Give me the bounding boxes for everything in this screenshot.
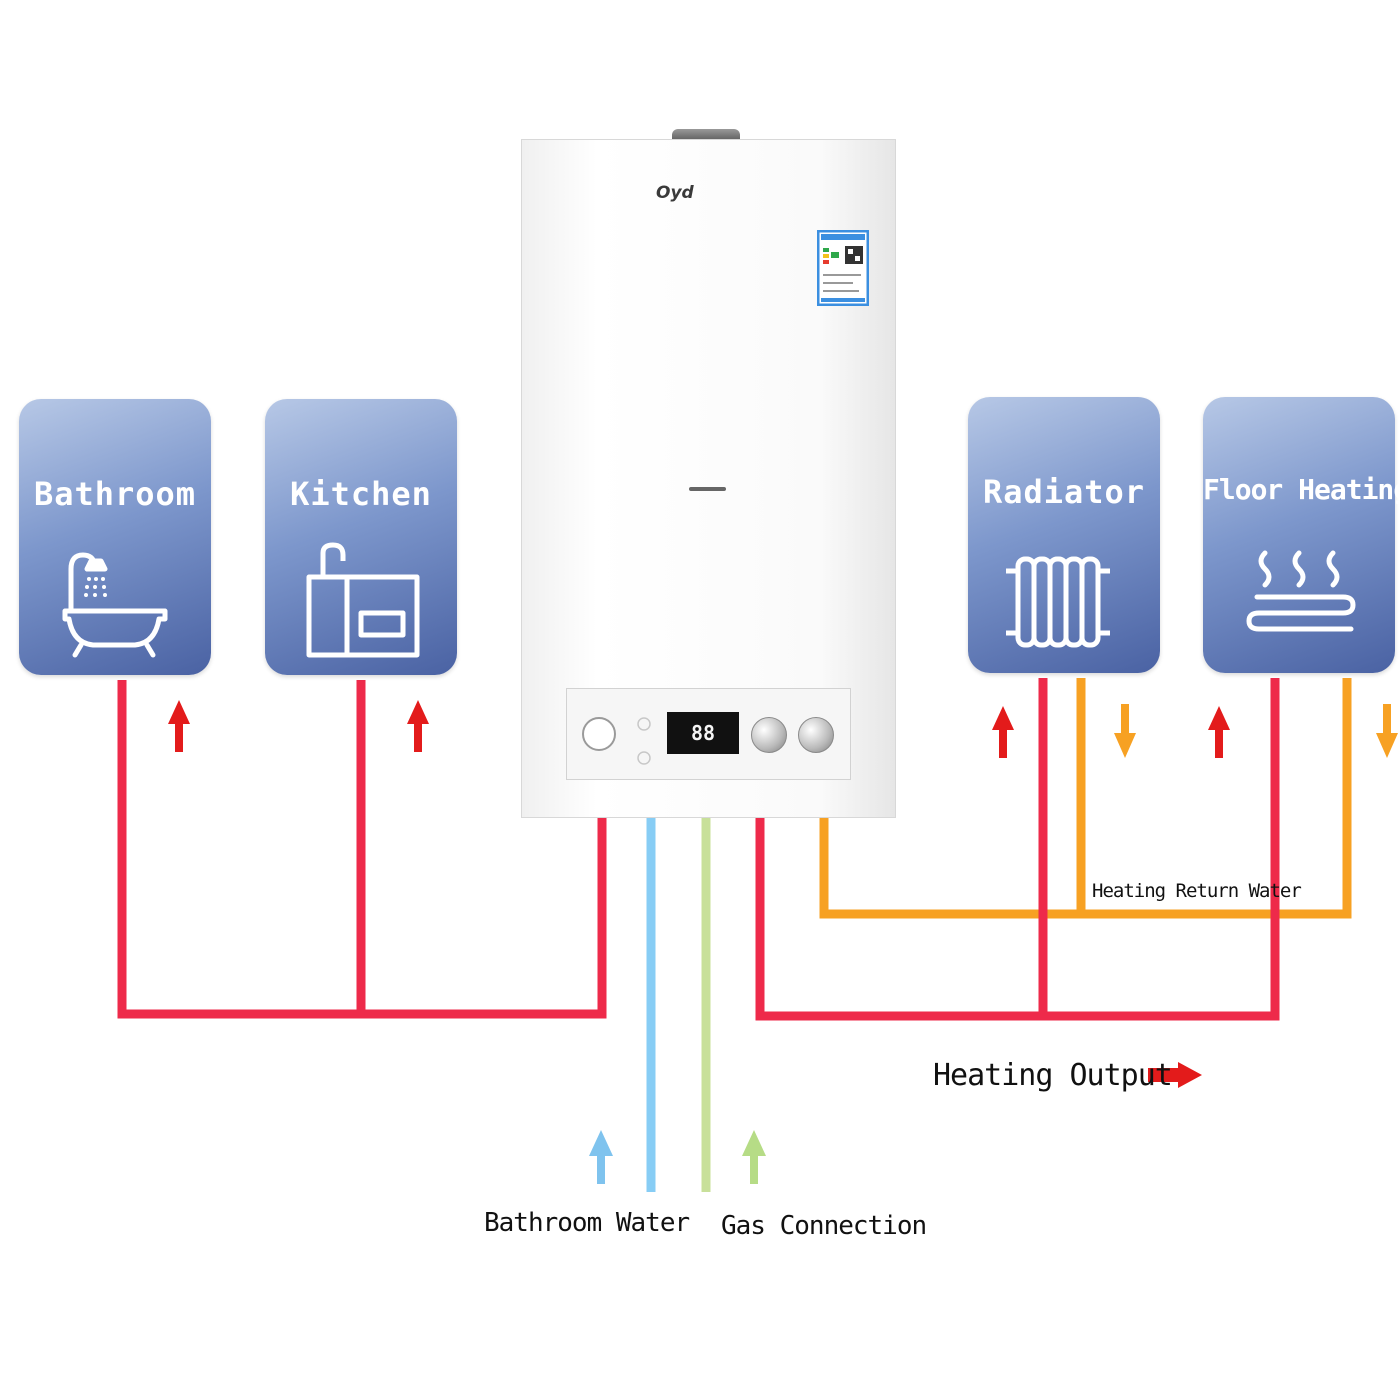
arrow-up-icon — [742, 1130, 766, 1184]
panel-buttons — [637, 717, 651, 765]
radiator-icon — [1006, 556, 1110, 648]
room-title-bathroom: Bathroom — [33, 475, 197, 513]
room-title-kitchen: Kitchen — [290, 475, 432, 513]
floor-heating-icon — [1246, 550, 1356, 632]
energy-label-sticker — [817, 230, 869, 306]
arrow-up-icon — [407, 700, 429, 752]
heating-output-pipe — [755, 678, 1280, 1021]
room-card-kitchen: Kitchen — [265, 399, 457, 675]
temperature-knob-dhw[interactable] — [751, 717, 787, 753]
label-bathroom-water: Bathroom Water — [484, 1208, 690, 1238]
lcd-display: 88 — [667, 712, 739, 754]
arrow-up-icon — [589, 1130, 613, 1184]
room-card-floor-heating: Floor Heating — [1203, 397, 1400, 673]
label-heating-return-water: Heating Return Water — [1092, 880, 1302, 902]
label-gas-connection: Gas Connection — [721, 1211, 927, 1241]
arrow-up-icon — [1208, 706, 1230, 758]
room-title-radiator: Radiator — [982, 473, 1146, 511]
arrow-up-icon — [168, 700, 190, 752]
room-card-radiator: Radiator — [968, 397, 1160, 673]
room-card-bathroom: Bathroom — [19, 399, 211, 675]
arrow-down-icon — [1376, 704, 1398, 758]
pressure-gauge-icon — [582, 717, 616, 751]
room-title-floor-heating: Floor Heating — [1203, 473, 1400, 506]
boiler-status-slot — [689, 487, 726, 491]
flue-outlet — [672, 129, 740, 141]
label-heating-output: Heating Output — [933, 1058, 1173, 1093]
arrow-down-icon — [1114, 704, 1136, 758]
brand-logo: Oyd — [656, 183, 694, 203]
temperature-knob-heating[interactable] — [798, 717, 834, 753]
kitchen-sink-icon — [306, 542, 420, 658]
arrow-right-icon — [1148, 1062, 1202, 1088]
arrow-up-icon — [992, 706, 1014, 758]
bathtub-icon — [62, 552, 168, 658]
